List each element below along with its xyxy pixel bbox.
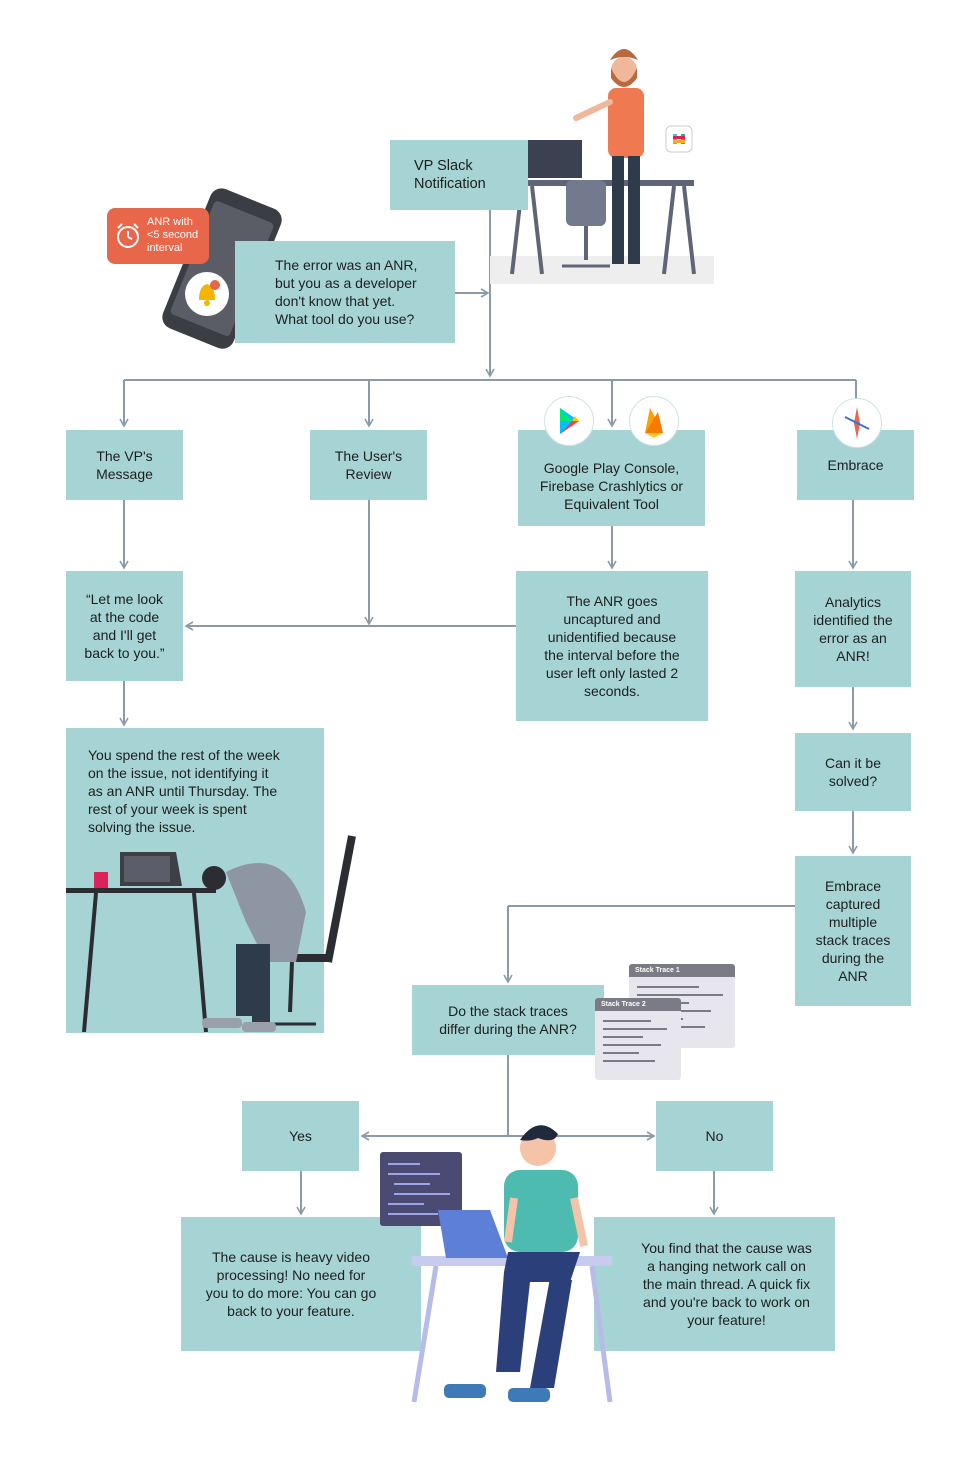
anr-question-box: The error was an ANR, but you as a devel… xyxy=(235,241,455,343)
stack-trace-1-title: Stack Trace 1 xyxy=(629,964,735,977)
yes-box: Yes xyxy=(242,1101,359,1171)
can-be-solved-box: Can it be solved? xyxy=(795,733,911,811)
code-window xyxy=(380,1152,462,1226)
user-review-box: The User's Review xyxy=(310,430,427,500)
phone-illustration xyxy=(162,188,282,349)
vp-slack-notification-box: VP Slack Notification xyxy=(390,140,528,210)
firebase-icon xyxy=(629,396,679,446)
stack-differ-box: Do the stack traces differ during the AN… xyxy=(412,985,604,1055)
happy-developer-illustration xyxy=(380,1125,613,1403)
coffee-mug xyxy=(94,872,108,888)
let-me-look-box: “Let me look at the code and I'll get ba… xyxy=(66,571,183,681)
bell-icon xyxy=(185,272,229,316)
network-call-box: You find that the cause was a hanging ne… xyxy=(594,1217,835,1351)
vp-message-box: The VP's Message xyxy=(66,430,183,500)
embrace-captured-box: Embrace captured multiple stack traces d… xyxy=(795,856,911,1006)
tired-developer-illustration xyxy=(66,835,356,1033)
stack-trace-2-title: Stack Trace 2 xyxy=(595,998,681,1011)
no-box: No xyxy=(656,1101,773,1171)
google-play-icon xyxy=(544,396,594,446)
console-tools-box: Google Play Console, Firebase Crashlytic… xyxy=(518,430,705,526)
notification-text: ANR with <5 second interval xyxy=(147,216,199,254)
heavy-video-box: The cause is heavy video processing! No … xyxy=(181,1217,421,1351)
analytics-identified-box: Analytics identified the error as an ANR… xyxy=(795,571,911,687)
alarm-clock-icon xyxy=(117,223,139,248)
spend-week-box: You spend the rest of the week on the is… xyxy=(66,728,324,1033)
slack-icon xyxy=(665,125,693,153)
anr-notification-bubble: ANR with <5 second interval xyxy=(107,208,209,264)
embrace-icon xyxy=(832,398,882,448)
anr-uncaptured-box: The ANR goes uncaptured and unidentified… xyxy=(516,571,708,721)
vp-desk-illustration xyxy=(490,49,714,284)
stack-trace-card-2: Stack Trace 2 xyxy=(595,998,681,1080)
